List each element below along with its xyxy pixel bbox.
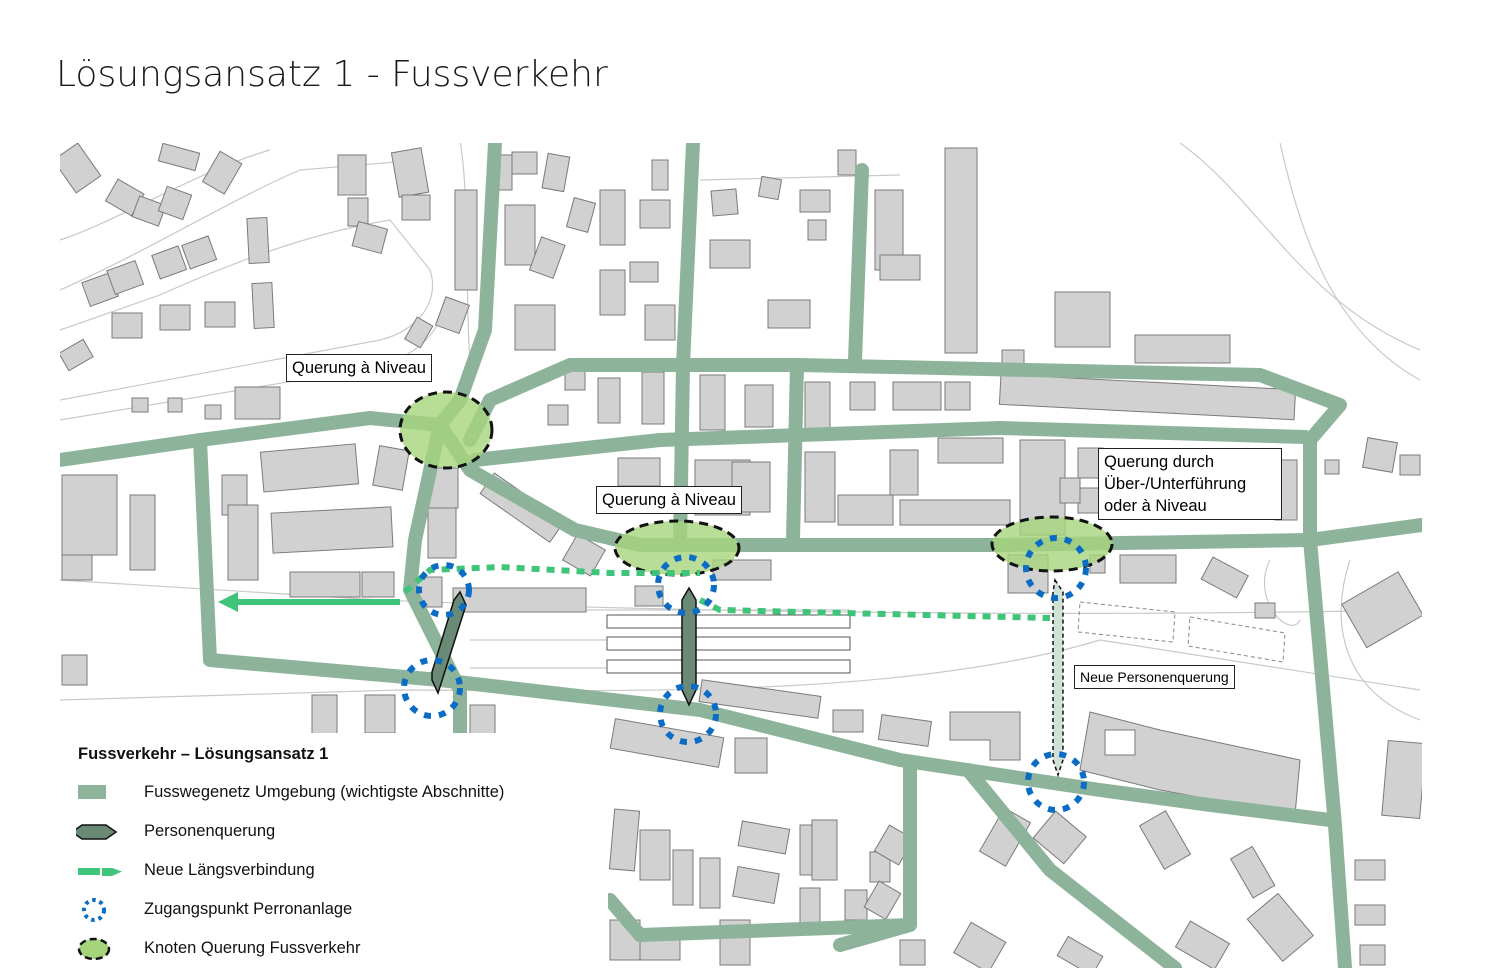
legend-item-zugangspunkt: Zugangspunkt Perronanlage	[60, 898, 608, 922]
legend-item-neue-laengsverbindung: Neue Längsverbindung	[60, 859, 608, 883]
access-point-dotted-circle-icon	[82, 898, 106, 922]
new-link-arrow-icon	[78, 868, 122, 876]
footpath-swatch-icon	[78, 785, 106, 799]
access-points	[401, 535, 1089, 813]
legend-item-footpath: Fusswegenetz Umgebung (wichtigste Abschn…	[60, 781, 608, 805]
neue-personenquerung-path	[1052, 578, 1064, 778]
crossing-hexagon-icon	[76, 824, 118, 840]
callout-querung-niveau-center: Querung à Niveau	[596, 486, 742, 514]
personenquerungen	[431, 586, 697, 707]
legend-title: Fussverkehr – Lösungsansatz 1	[78, 745, 329, 763]
map-canvas[interactable]: Querung à Niveau Querung à Niveau Querun…	[60, 143, 1422, 968]
legend-item-knoten: Knoten Querung Fussverkehr	[60, 937, 608, 961]
legend: Fussverkehr – Lösungsansatz 1 Fusswegene…	[60, 733, 608, 973]
callout-querung-niveau-west: Querung à Niveau	[286, 354, 432, 382]
callout-querung-ueber-unterfuehrung: Querung durch Über-/Unterführung oder à …	[1098, 448, 1282, 520]
platforms	[606, 614, 851, 674]
crossing-nodes	[398, 390, 1114, 577]
callout-neue-personenquerung: Neue Personenquerung	[1074, 665, 1235, 689]
legend-item-personenquerung: Personenquerung	[60, 820, 608, 844]
page-title: Lösungsansatz 1 - Fussverkehr	[56, 54, 608, 95]
node-dashed-ellipse-icon	[77, 937, 111, 961]
map-svg	[60, 143, 1422, 968]
buildings	[60, 143, 1422, 968]
